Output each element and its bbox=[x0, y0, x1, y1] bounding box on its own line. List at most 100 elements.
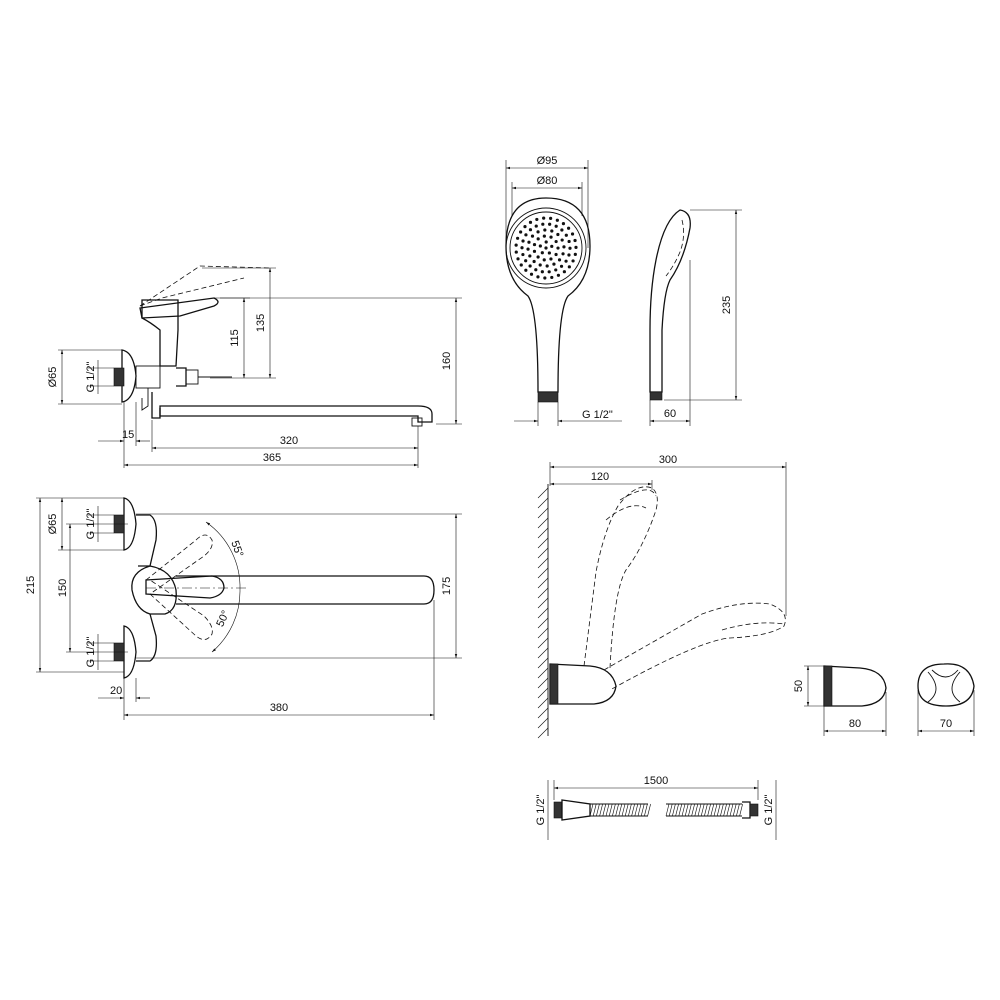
coil-stroke bbox=[637, 803, 642, 817]
nozzle bbox=[528, 254, 532, 258]
nozzle bbox=[519, 263, 523, 267]
dim-top-thread-top: G 1/2" bbox=[85, 509, 97, 540]
nozzle bbox=[560, 228, 564, 232]
coil-stroke bbox=[726, 803, 731, 817]
coil-stroke bbox=[589, 803, 594, 817]
coil-stroke bbox=[720, 803, 724, 817]
nozzle bbox=[554, 252, 558, 257]
dim-top-215: 215 bbox=[25, 576, 37, 594]
nozzle bbox=[544, 240, 548, 244]
nozzle bbox=[543, 276, 547, 280]
dim-holder-50: 50 bbox=[793, 680, 805, 692]
nozzle bbox=[529, 272, 534, 276]
hatch-line bbox=[537, 517, 549, 529]
nozzle bbox=[536, 255, 540, 259]
nozzle bbox=[561, 221, 566, 226]
coil-stroke bbox=[631, 803, 635, 817]
hand-shower-side: 235 60 bbox=[649, 209, 742, 426]
nozzle bbox=[536, 275, 540, 279]
coil-stroke bbox=[688, 803, 692, 817]
coil-stroke bbox=[596, 803, 600, 817]
angle-50: 50° bbox=[214, 609, 232, 629]
nozzle bbox=[542, 258, 546, 262]
coil-stroke bbox=[704, 803, 708, 817]
coil-stroke bbox=[592, 803, 597, 817]
coil-stroke bbox=[608, 803, 613, 817]
coil-stroke bbox=[694, 803, 699, 817]
nozzle bbox=[524, 259, 528, 263]
hatch-line bbox=[537, 597, 549, 609]
nozzle bbox=[524, 268, 528, 272]
coil-stroke bbox=[697, 803, 702, 817]
nozzle bbox=[521, 252, 525, 257]
nozzle bbox=[554, 268, 558, 272]
dim-side-115: 115 bbox=[229, 329, 241, 347]
faucet-top-view: 55° 50° 215 Ø65 150 G 1/2" G 1/2" 175 20 bbox=[25, 497, 462, 720]
nozzle bbox=[547, 270, 551, 274]
dim-shower-thread: G 1/2" bbox=[582, 409, 613, 421]
dim-shower-80: Ø80 bbox=[537, 175, 558, 187]
coil-stroke bbox=[612, 803, 616, 817]
hatch-line bbox=[537, 557, 549, 569]
coil-stroke bbox=[716, 803, 721, 817]
coil-stroke bbox=[618, 803, 623, 817]
coil-stroke bbox=[605, 803, 610, 817]
shower-hose: 1500 G 1/2" G 1/2" bbox=[535, 775, 777, 840]
nozzle bbox=[559, 264, 564, 268]
nozzle bbox=[567, 265, 571, 269]
nozzle bbox=[557, 258, 562, 262]
dim-hose-thread-left: G 1/2" bbox=[535, 795, 547, 826]
coil-stroke bbox=[736, 803, 740, 817]
hatch-line bbox=[537, 667, 549, 679]
hatch-line bbox=[537, 657, 549, 669]
nozzle bbox=[542, 234, 546, 238]
coil-stroke bbox=[675, 803, 679, 817]
coil-stroke bbox=[707, 803, 711, 817]
nozzle bbox=[566, 226, 571, 230]
nozzle bbox=[547, 251, 551, 255]
hatch-line bbox=[537, 487, 549, 499]
coil-stroke bbox=[602, 803, 607, 817]
dim-shower-95: Ø95 bbox=[537, 155, 558, 167]
hatch-line bbox=[537, 697, 549, 709]
hatch-line bbox=[537, 507, 549, 519]
dim-side-diameter: Ø65 bbox=[47, 367, 59, 388]
nozzle bbox=[548, 222, 552, 226]
hatch-line bbox=[537, 577, 549, 589]
wall-mount-scheme: 300 120 bbox=[537, 454, 787, 739]
nozzle bbox=[538, 244, 542, 248]
coil-stroke bbox=[739, 803, 743, 817]
hatch-line bbox=[537, 547, 549, 559]
nozzle bbox=[528, 220, 533, 224]
coil-stroke bbox=[678, 803, 683, 817]
hatch-line bbox=[537, 717, 549, 729]
nozzle bbox=[554, 224, 558, 228]
nozzle bbox=[556, 273, 561, 277]
nozzle bbox=[514, 243, 518, 247]
hatch-line bbox=[537, 527, 549, 539]
coil-stroke bbox=[732, 803, 737, 817]
coil-stroke bbox=[665, 803, 670, 817]
dim-holder-80: 80 bbox=[849, 718, 861, 730]
hatch-line bbox=[537, 587, 549, 599]
nozzle bbox=[528, 228, 533, 232]
dim-hose-thread-right: G 1/2" bbox=[763, 795, 775, 826]
coil-stroke bbox=[672, 803, 676, 817]
nozzle bbox=[528, 264, 532, 268]
nozzle bbox=[574, 245, 578, 250]
dim-side-160: 160 bbox=[441, 352, 453, 370]
nozzle bbox=[532, 249, 537, 253]
dim-side-365: 365 bbox=[263, 452, 281, 464]
dim-side-135: 135 bbox=[255, 314, 267, 332]
dim-top-20: 20 bbox=[110, 685, 122, 697]
coil-stroke bbox=[647, 803, 651, 817]
coil-stroke bbox=[640, 803, 645, 817]
nozzle bbox=[571, 259, 575, 263]
nozzle bbox=[523, 224, 527, 229]
angle-55: 55° bbox=[228, 539, 245, 559]
hatch-line bbox=[537, 687, 549, 699]
nozzle bbox=[562, 245, 566, 249]
nozzle bbox=[532, 259, 536, 264]
hatch-line bbox=[537, 617, 549, 629]
